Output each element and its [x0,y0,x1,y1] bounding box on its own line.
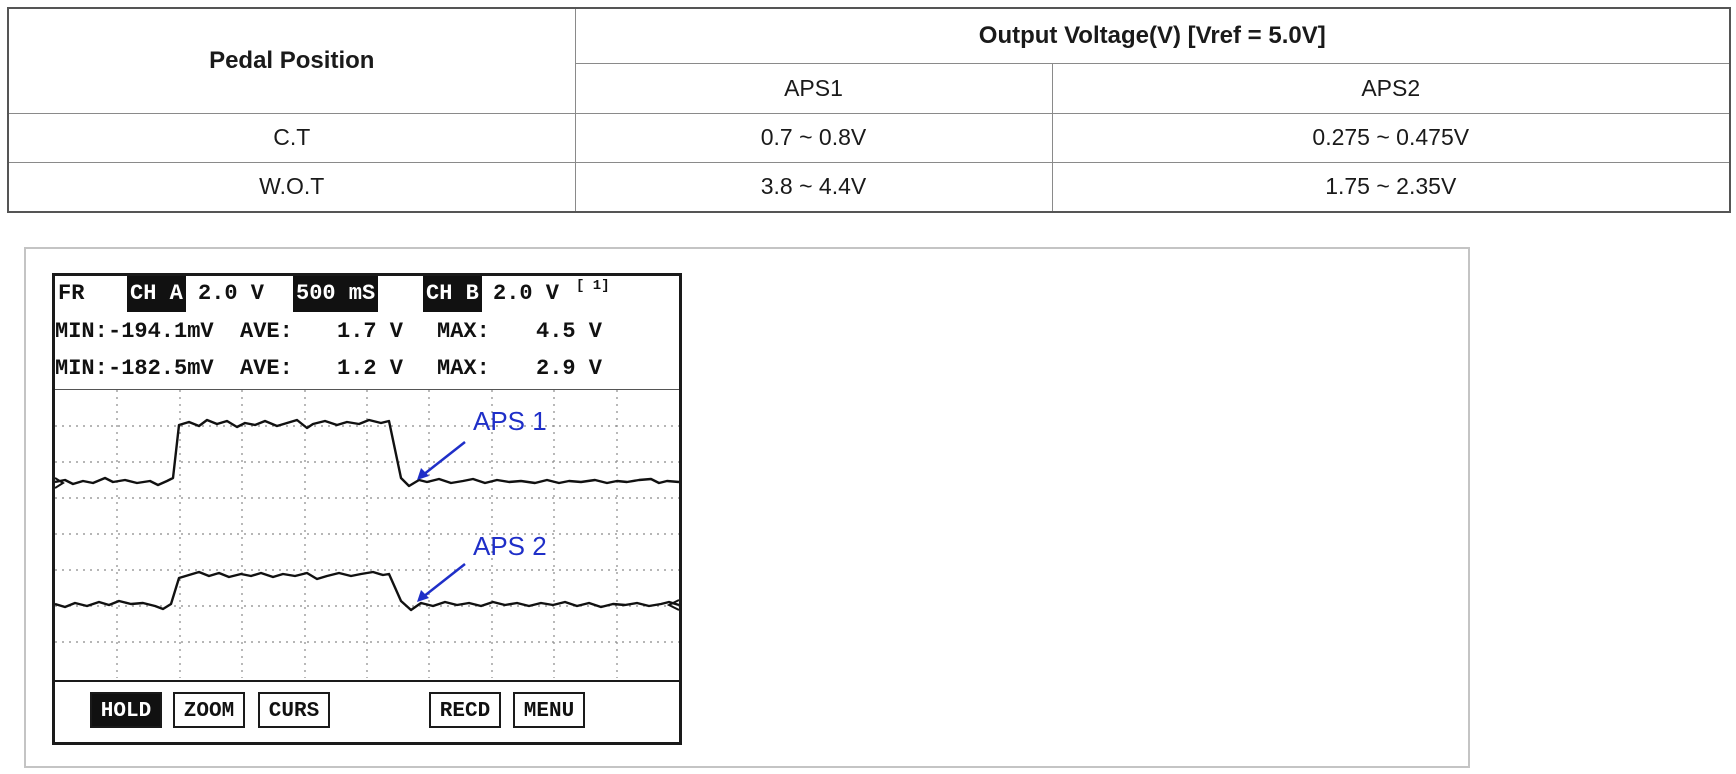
cursor-button[interactable]: CURS [258,692,330,728]
menu-button[interactable]: MENU [513,692,585,728]
cell-position: W.O.T [7,161,576,213]
ch-a-label[interactable]: CH A [127,276,186,312]
ch-b-max-label: MAX: [437,356,490,381]
ch-a-max-value: 4.5 V [536,319,603,344]
ch-b-min-value: -182.5mV [108,356,214,381]
ch-b-ave-label: AVE: [240,356,293,381]
header-aps2: APS2 [1051,62,1731,114]
ch-a-stats: MIN: -194.1mV AVE: 1.7 V MAX: 4.5 V [55,314,602,350]
record-button[interactable]: RECD [429,692,501,728]
timebase-label[interactable]: 500 mS [293,276,379,312]
ch-b-scale: 2.0 V [493,281,560,306]
softkey-bar: HOLD ZOOM CURS RECD MENU [55,680,679,744]
zoom-button[interactable]: ZOOM [173,692,245,728]
table-row: W.O.T 3.8 ~ 4.4V 1.75 ~ 2.35V [7,161,1731,213]
ch-a-scale: 2.0 V [198,281,265,306]
ch-a-min-value: -194.1mV [108,319,214,344]
header-output-voltage: Output Voltage(V) [Vref = 5.0V] [574,7,1731,64]
ch-b-max-value: 2.9 V [536,356,603,381]
aps2-arrow-icon [417,563,466,602]
ch-b-stats: MIN: -182.5mV AVE: 1.2 V MAX: 2.9 V [55,351,602,387]
scope-figure-frame [24,247,1470,768]
header-aps1: APS1 [574,62,1053,114]
cell-aps1: 0.7 ~ 0.8V [574,112,1053,163]
oscilloscope-screen: FR CH A 2.0 V 500 mS CH B 2.0 V [ 1] MIN… [52,273,682,745]
table-row: C.T 0.7 ~ 0.8V 0.275 ~ 0.475V [7,112,1731,163]
ch-a-ave-value: 1.7 V [337,319,404,344]
cell-aps1: 3.8 ~ 4.4V [574,161,1053,213]
mode-label: FR [58,281,85,306]
ch-a-max-label: MAX: [437,319,490,344]
waveform-plot: APS 1 APS 2 [55,389,679,678]
cell-aps2: 0.275 ~ 0.475V [1051,112,1731,163]
plot-grid [55,390,679,678]
ch-b-ground-marker [666,599,679,611]
cell-position: C.T [7,112,576,163]
aps2-annotation: APS 2 [473,531,547,561]
aps1-annotation: APS 1 [473,406,547,436]
ch-b-label[interactable]: CH B [423,276,482,312]
ch-a-ground-marker [55,477,65,489]
page-indicator: [ 1] [576,278,610,294]
spec-table: Pedal Position Output Voltage(V) [Vref =… [7,7,1731,213]
waveform-svg: APS 1 APS 2 [55,390,679,678]
hold-button[interactable]: HOLD [90,692,162,728]
aps1-arrow-icon [417,441,466,480]
ch-a-min-label: MIN: [55,319,108,344]
ch-b-ave-value: 1.2 V [337,356,404,381]
aps1-trace [55,418,679,488]
ch-b-min-label: MIN: [55,356,108,381]
ch-a-ave-label: AVE: [240,319,293,344]
header-pedal-position: Pedal Position [7,7,576,114]
scope-setup-line: FR CH A 2.0 V 500 mS CH B 2.0 V [ 1] [55,276,610,312]
aps2-trace [55,570,679,612]
cell-aps2: 1.75 ~ 2.35V [1051,161,1731,213]
